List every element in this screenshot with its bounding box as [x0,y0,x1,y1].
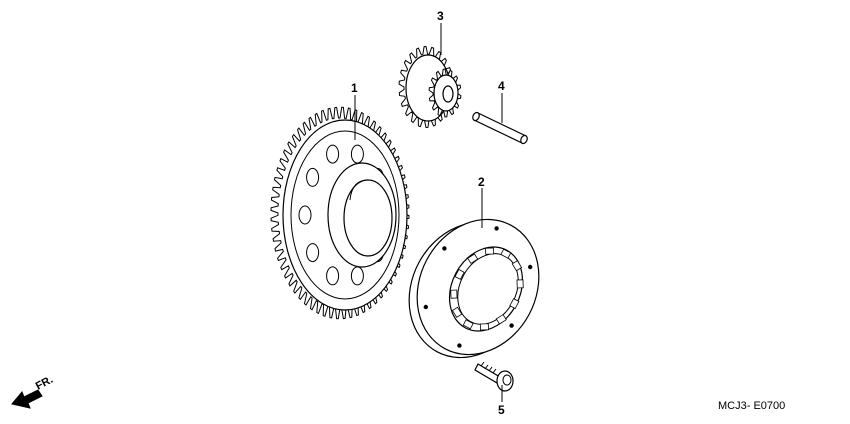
gear-hole [350,144,364,164]
idle-gear-bore [442,85,454,103]
diagram-code: MCJ3- E0700 [718,400,785,412]
bolt-hole [442,246,447,251]
front-direction-indicator: FR. [11,374,55,409]
sprag [495,314,507,325]
gear-hole [306,243,320,263]
sprag [462,319,474,330]
bolt-hole [528,264,533,270]
sprag [511,260,523,272]
gear-hole [326,144,340,164]
callout-3: 3 [437,9,444,23]
one-way-clutch [408,218,540,359]
bolt-shank [474,363,501,384]
sprag [451,306,463,318]
bolt-hole [423,304,428,310]
gear-hole [326,266,340,286]
gear-hub-bore [343,179,393,257]
hub-shading [349,179,369,201]
bolt-hole [457,343,462,348]
starter-idle-gear [398,45,462,129]
bolt-thread [480,361,497,374]
gear-inner-rim [290,130,400,300]
sprag [509,298,520,310]
sprag [467,253,479,264]
sprag [454,268,465,280]
sprag [485,247,495,255]
bolt-hole [494,226,499,231]
sprag [500,248,512,259]
starter-driven-gear [270,106,410,320]
gear-hole [298,205,312,225]
socket-bolt [474,361,514,392]
idle-gear-shaft [472,111,528,145]
shaft-end-left [472,111,480,122]
gear-hole [306,167,320,187]
clutch-bolt-holes [423,226,533,348]
shaft-end-right [520,134,528,145]
sprag [516,279,524,289]
front-label: FR. [34,374,55,393]
callout-5: 5 [498,403,505,417]
gear-hole [350,266,364,286]
callout-2: 2 [478,175,485,189]
bolt-socket [502,374,512,386]
bolt-hole [509,323,514,328]
sprag [479,323,489,331]
sprag [450,289,458,299]
front-arrow-icon [11,389,43,409]
callout-4: 4 [498,79,505,93]
shaft-body [473,112,527,144]
clutch-sprags [450,247,524,331]
callout-1: 1 [351,81,358,95]
